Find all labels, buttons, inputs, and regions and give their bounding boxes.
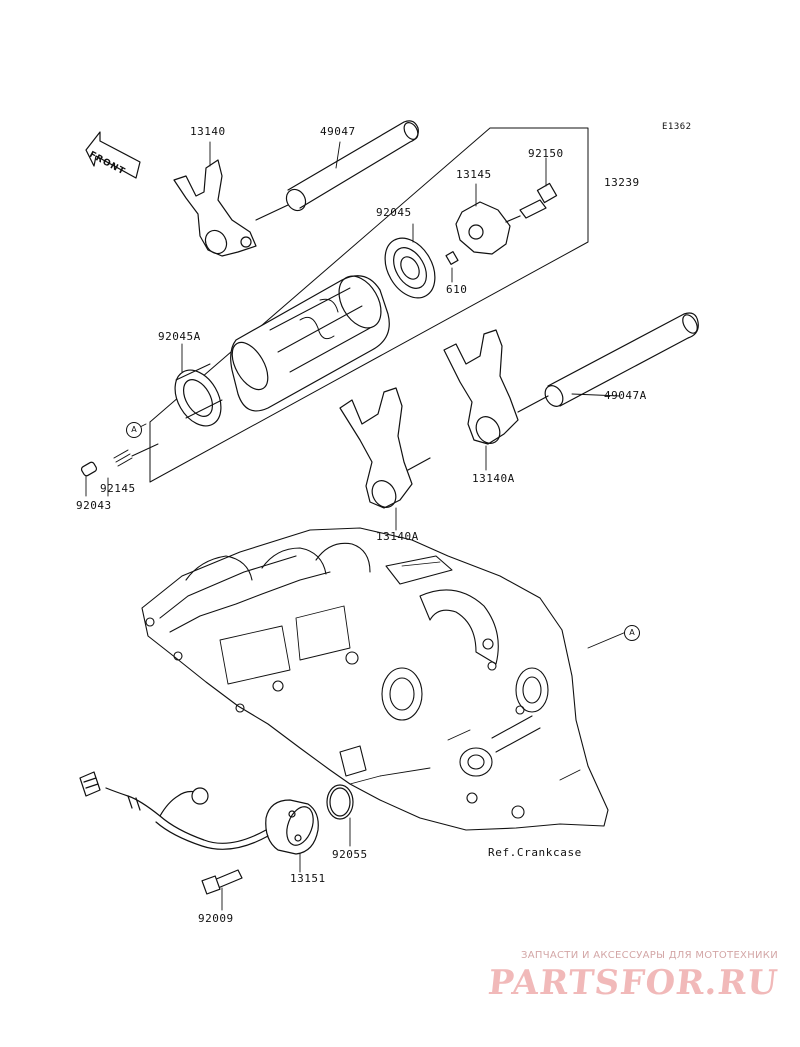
label-spring[interactable]: 92145 bbox=[100, 482, 136, 495]
label-bearing-left[interactable]: 92045A bbox=[158, 330, 201, 343]
diagram-code: E1362 bbox=[662, 122, 692, 132]
label-fork-center[interactable]: 13140A bbox=[376, 530, 419, 543]
label-bolt-bottom[interactable]: 92009 bbox=[198, 912, 234, 925]
label-drum-assy[interactable]: 13239 bbox=[604, 176, 640, 189]
label-fork-top-left[interactable]: 13140 bbox=[190, 125, 226, 138]
sensor bbox=[265, 799, 319, 855]
bearing-right bbox=[384, 237, 436, 299]
callout-a-upper[interactable]: A bbox=[126, 422, 142, 438]
label-holder[interactable]: 13145 bbox=[456, 168, 492, 181]
label-bearing-right[interactable]: 92045 bbox=[376, 206, 412, 219]
bolt-bottom bbox=[201, 869, 243, 895]
label-pin[interactable]: 610 bbox=[446, 283, 468, 296]
label-shaft-right[interactable]: 49047A bbox=[604, 389, 647, 402]
pin bbox=[445, 251, 459, 265]
label-bolt-top[interactable]: 92150 bbox=[528, 147, 564, 160]
o-ring bbox=[326, 784, 354, 820]
label-sensor[interactable]: 13151 bbox=[290, 872, 326, 885]
pin-small bbox=[80, 461, 98, 477]
shaft-right bbox=[544, 312, 699, 407]
fork-right bbox=[443, 329, 549, 445]
wire-harness bbox=[79, 771, 269, 850]
bearing-left bbox=[174, 363, 223, 427]
watermark: ЗАПЧАСТИ И АКСЕССУАРЫ ДЛЯ МОТОТЕХНИКИ PA… bbox=[478, 950, 781, 1003]
callout-a-lower[interactable]: A bbox=[624, 625, 640, 641]
watermark-tagline: ЗАПЧАСТИ И АКСЕССУАРЫ ДЛЯ МОТОТЕХНИКИ bbox=[521, 950, 778, 961]
label-shaft-top[interactable]: 49047 bbox=[320, 125, 356, 138]
label-o-ring[interactable]: 92055 bbox=[332, 848, 368, 861]
crankcase bbox=[141, 527, 609, 831]
label-pin-small[interactable]: 92043 bbox=[76, 499, 112, 512]
fork-center bbox=[339, 387, 431, 509]
reference-crankcase: Ref.Crankcase bbox=[488, 846, 582, 859]
watermark-logo: PARTSFOR.RU bbox=[486, 963, 781, 1003]
spring bbox=[113, 443, 159, 467]
fork-top-left bbox=[173, 159, 289, 257]
front-arrow-icon bbox=[85, 131, 141, 179]
bolt-top bbox=[519, 182, 558, 219]
shift-drum bbox=[230, 275, 390, 412]
label-fork-right[interactable]: 13140A bbox=[472, 472, 515, 485]
holder bbox=[455, 201, 521, 255]
